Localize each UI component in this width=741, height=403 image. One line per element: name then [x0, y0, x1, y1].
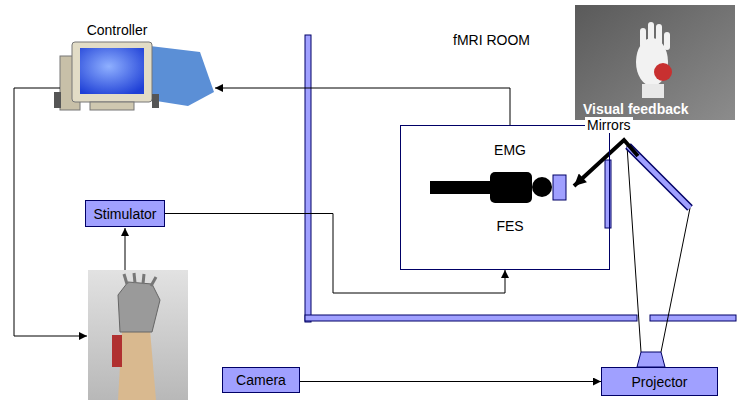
person-torso [490, 172, 532, 203]
finger [656, 24, 662, 46]
monitor-screen [80, 48, 144, 94]
view-arrow [574, 140, 638, 186]
room-wall [650, 315, 736, 321]
forearm [118, 330, 156, 400]
node-text: EMG [494, 142, 526, 158]
finger [640, 28, 646, 48]
process-box: Projector [601, 367, 718, 396]
process-box: Camera [222, 367, 300, 393]
computer-icon [54, 42, 214, 110]
electrode-strap [112, 335, 122, 367]
person-head [532, 177, 552, 197]
room-wall [305, 315, 637, 321]
signal-wire [125, 228, 126, 270]
feedback-photo [575, 5, 735, 120]
photo-ground [575, 5, 735, 120]
mirror-plate [605, 160, 611, 228]
scanner-box: EMG FES [400, 125, 610, 270]
wrist [642, 84, 664, 98]
signal-connector [300, 381, 601, 382]
node-text: FES [496, 218, 523, 234]
head-coil [553, 175, 566, 200]
glove-photo [88, 270, 188, 400]
signal-wire [14, 88, 87, 336]
node-text: Projector [631, 374, 687, 390]
finger [151, 277, 156, 286]
speaker [54, 92, 61, 108]
node-text: Stimulator [93, 206, 156, 222]
light-beam [627, 146, 641, 352]
speaker [152, 94, 159, 108]
part-label: Mirrors [585, 117, 633, 133]
finger [664, 32, 670, 50]
robot-glove [118, 282, 160, 332]
node-text: Controller [55, 22, 179, 38]
monitor-base [90, 102, 134, 110]
person-legs [430, 181, 495, 194]
computer-node: Controller [55, 18, 215, 112]
icon-shadow [150, 46, 214, 106]
projector-lens [637, 352, 665, 367]
finger [134, 273, 135, 283]
room-wall [305, 35, 311, 322]
signal-connector [215, 88, 510, 125]
finger [124, 274, 127, 284]
process-box: Stimulator [85, 200, 165, 227]
signal-connector [165, 214, 505, 294]
image-caption: Visual feedback [583, 101, 689, 117]
light-beam [661, 208, 690, 352]
ball [654, 63, 672, 81]
node-text: Camera [236, 372, 286, 388]
finger [143, 274, 144, 284]
finger [648, 22, 654, 46]
monitor-body [72, 42, 152, 102]
photo-ground [88, 270, 188, 400]
room-label: fMRI ROOM [453, 32, 530, 48]
person-figure [430, 172, 566, 203]
